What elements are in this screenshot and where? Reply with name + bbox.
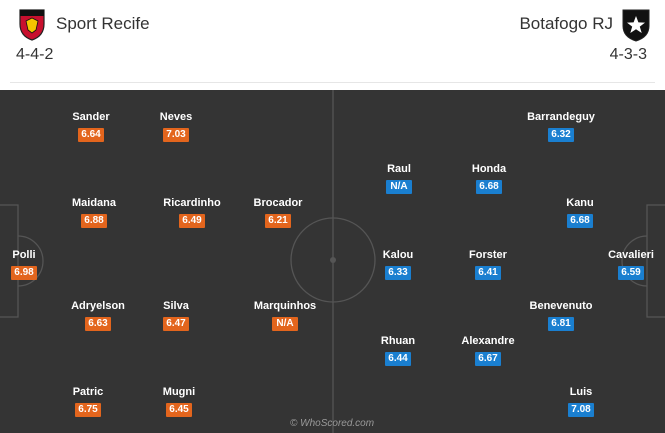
player-name: Barrandeguy xyxy=(527,111,595,123)
botafogo-crest-icon[interactable] xyxy=(620,6,652,42)
player-name: Kalou xyxy=(382,249,414,261)
player-rating: 6.47 xyxy=(163,317,189,331)
whoscored-watermark: © WhoScored.com xyxy=(290,418,375,429)
player-name: Cavalieri xyxy=(608,249,654,261)
player-cavalieri[interactable]: Cavalieri 6.59 xyxy=(586,248,665,280)
player-name: Patric xyxy=(72,386,104,398)
player-rating: 6.98 xyxy=(11,266,37,280)
player-rating: 6.88 xyxy=(81,214,107,228)
player-rating: 6.49 xyxy=(179,214,205,228)
player-name: Marquinhos xyxy=(253,300,317,312)
player-rating: 6.81 xyxy=(548,317,574,331)
player-name: Neves xyxy=(159,111,193,123)
player-name: Silva xyxy=(163,300,189,312)
player-silva[interactable]: Silva 6.47 xyxy=(131,299,221,331)
player-name: Honda xyxy=(471,163,507,175)
player-name: Mugni xyxy=(162,386,196,398)
player-kanu[interactable]: Kanu 6.68 xyxy=(535,196,625,228)
player-rating: 6.21 xyxy=(265,214,291,228)
player-name: Kanu xyxy=(566,197,594,209)
pitch-markings xyxy=(0,90,665,433)
match-header: Sport Recife 4-4-2 Botafogo RJ 4-3-3 xyxy=(0,0,665,90)
player-rating: 6.45 xyxy=(166,403,192,417)
away-team-name[interactable]: Botafogo RJ xyxy=(519,14,613,33)
player-luis[interactable]: Luis 7.08 xyxy=(536,385,626,417)
player-name: Brocador xyxy=(253,197,303,209)
player-benevenuto[interactable]: Benevenuto 6.81 xyxy=(516,299,606,331)
player-rating: N/A xyxy=(386,180,412,194)
player-marquinhos[interactable]: Marquinhos N/A xyxy=(240,299,330,331)
header-divider xyxy=(10,82,655,83)
player-name: Raul xyxy=(387,163,411,175)
player-honda[interactable]: Honda 6.68 xyxy=(444,162,534,194)
player-barrandeguy[interactable]: Barrandeguy 6.32 xyxy=(516,110,606,142)
player-name: Forster xyxy=(469,249,507,261)
player-name: Luis xyxy=(569,386,593,398)
player-patric[interactable]: Patric 6.75 xyxy=(43,385,133,417)
player-rhuan[interactable]: Rhuan 6.44 xyxy=(353,334,443,366)
player-rating: 6.32 xyxy=(548,128,574,142)
home-formation: 4-4-2 xyxy=(16,46,54,63)
away-formation: 4-3-3 xyxy=(609,46,647,63)
pitch: Sander 6.64 Neves 7.03 Maidana 6.88 Rica… xyxy=(0,90,665,433)
player-rating: N/A xyxy=(272,317,298,331)
player-brocador[interactable]: Brocador 6.21 xyxy=(233,196,323,228)
player-alexandre[interactable]: Alexandre 6.67 xyxy=(443,334,533,366)
player-name: Ricardinho xyxy=(163,197,221,209)
player-ricardinho[interactable]: Ricardinho 6.49 xyxy=(147,196,237,228)
player-rating: 7.03 xyxy=(163,128,189,142)
player-rating: 6.68 xyxy=(567,214,593,228)
player-rating: 6.68 xyxy=(476,180,502,194)
player-maidana[interactable]: Maidana 6.88 xyxy=(49,196,139,228)
player-kalou[interactable]: Kalou 6.33 xyxy=(353,248,443,280)
player-rating: 6.33 xyxy=(385,266,411,280)
player-name: Benevenuto xyxy=(529,300,593,312)
player-rating: 6.63 xyxy=(85,317,111,331)
sport-recife-crest-icon[interactable] xyxy=(14,6,50,42)
player-sander[interactable]: Sander 6.64 xyxy=(46,110,136,142)
player-rating: 6.67 xyxy=(475,352,501,366)
player-name: Adryelson xyxy=(71,300,125,312)
player-rating: 6.41 xyxy=(475,266,501,280)
player-polli[interactable]: Polli 6.98 xyxy=(0,248,69,280)
player-name: Maidana xyxy=(71,197,116,209)
player-rating: 6.44 xyxy=(385,352,411,366)
player-name: Alexandre xyxy=(461,335,515,347)
player-name: Rhuan xyxy=(380,335,416,347)
home-team-name[interactable]: Sport Recife xyxy=(56,14,150,33)
player-neves[interactable]: Neves 7.03 xyxy=(131,110,221,142)
player-rating: 6.64 xyxy=(78,128,104,142)
player-rating: 6.59 xyxy=(618,266,644,280)
player-name: Sander xyxy=(72,111,110,123)
player-rating: 7.08 xyxy=(568,403,594,417)
player-name: Polli xyxy=(12,249,36,261)
player-raul[interactable]: Raul N/A xyxy=(354,162,444,194)
player-adryelson[interactable]: Adryelson 6.63 xyxy=(53,299,143,331)
player-forster[interactable]: Forster 6.41 xyxy=(443,248,533,280)
player-rating: 6.75 xyxy=(75,403,101,417)
player-mugni[interactable]: Mugni 6.45 xyxy=(134,385,224,417)
